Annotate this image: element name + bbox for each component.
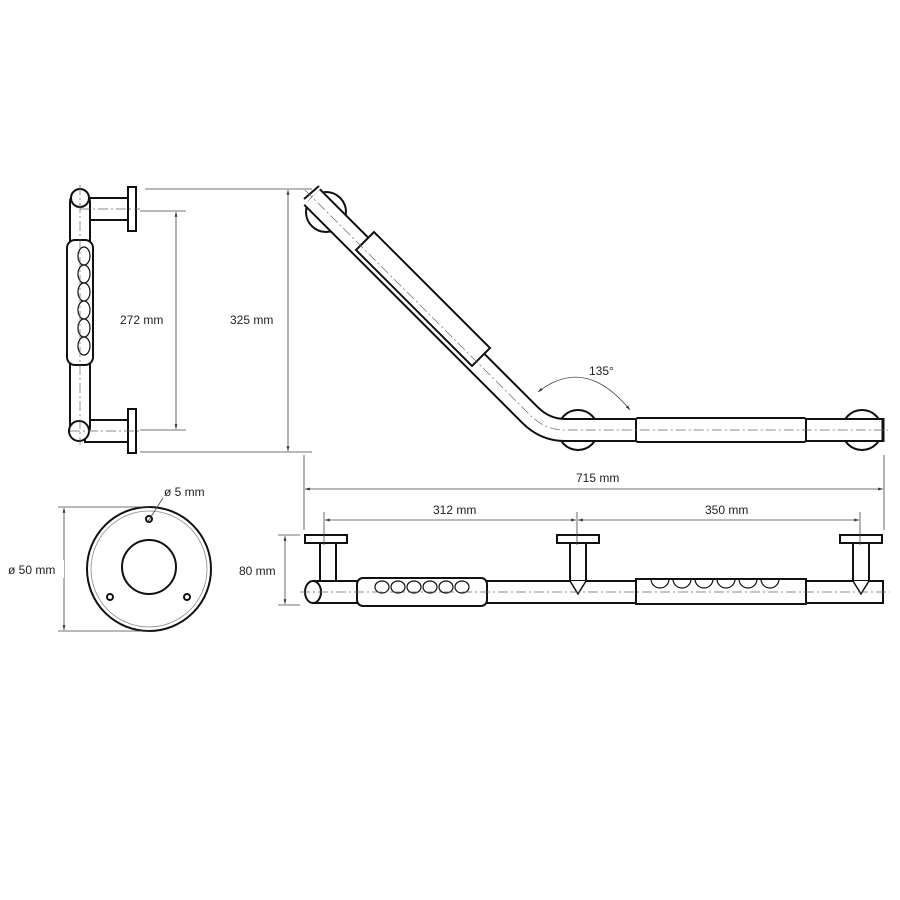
dimension-312-350: 312 mm 350 mm: [323, 503, 861, 545]
dim-depth: 80 mm: [239, 564, 276, 578]
dimension-272: 272 mm: [120, 210, 186, 431]
dim-hole-diameter: ø 5 mm: [164, 485, 205, 499]
dim-inner-height: 272 mm: [120, 313, 163, 327]
screw-hole: [106, 593, 114, 601]
post-1: [319, 542, 337, 586]
dimension-715: 715 mm: [303, 455, 885, 530]
dim-span-left: 312 mm: [433, 503, 476, 517]
front-view: [300, 534, 890, 607]
dim-span-right: 350 mm: [705, 503, 748, 517]
spiral-grip: [77, 246, 91, 356]
angle-135: 135°: [537, 364, 631, 411]
spiral-grip-front: [374, 580, 470, 594]
dimension-325: 325 mm: [140, 188, 312, 453]
screw-hole: [183, 593, 191, 601]
dim-angle: 135°: [589, 364, 614, 378]
flange-view: ø 5 mm ø 50 mm: [8, 485, 212, 632]
front-sleeve-2: [635, 578, 807, 605]
angled-sleeve: [354, 230, 492, 368]
dimension-80: 80 mm: [239, 534, 300, 606]
dim-total-length: 715 mm: [576, 471, 619, 485]
dim-total-height: 325 mm: [230, 313, 273, 327]
dim-flange-diameter: ø 50 mm: [8, 563, 55, 577]
top-view: [303, 185, 888, 451]
side-view: [66, 185, 140, 454]
